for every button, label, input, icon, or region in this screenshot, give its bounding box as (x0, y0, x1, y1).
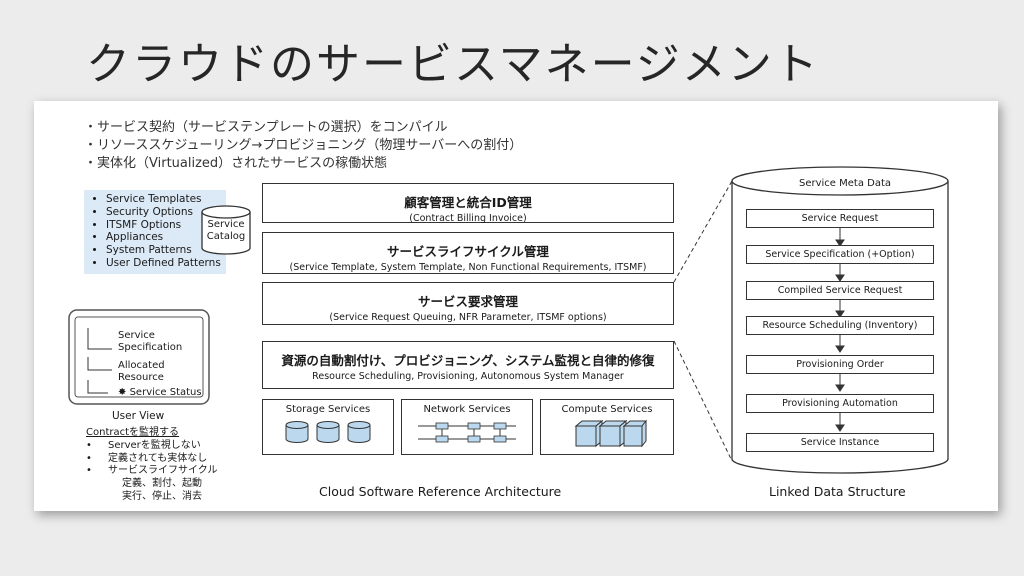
flow-step: Compiled Service Request (746, 281, 934, 300)
linked-data-caption: Linked Data Structure (769, 484, 906, 499)
diagram-panel: ・サービス契約（サービステンプレートの選択）をコンパイル ・リソーススケジューリ… (34, 101, 998, 511)
layer-subtitle: (Service Request Queuing, NFR Parameter,… (329, 312, 607, 323)
connector-line (673, 340, 733, 462)
notes-subitem: 実行、停止、消去 (122, 490, 202, 502)
monitor-icon (68, 309, 210, 405)
notes-item: 定義されても実体なし (108, 452, 208, 464)
sun-icon: ✸ (118, 387, 127, 398)
flow-step: Service Request (746, 209, 934, 228)
storage-services-box: Storage Services (262, 399, 394, 455)
catalog-item: Service Templates (106, 193, 226, 206)
flow-step: Resource Scheduling (Inventory) (746, 316, 934, 335)
bullet-item: ・サービス契約（サービステンプレートの選択）をコンパイル (84, 120, 448, 135)
user-view-monitor: Service Specification Allocated Resource… (68, 309, 210, 405)
database-icon (201, 205, 251, 255)
server-icon (574, 419, 648, 448)
layer-customer-management: 顧客管理と統合ID管理 (Contract Billing Invoice) (262, 183, 674, 224)
notes-item: サービスライフサイクル (108, 465, 218, 477)
storage-icon (285, 421, 371, 443)
notes-item: Serverを監視しない (108, 439, 201, 451)
network-services-box: Network Services (401, 399, 533, 455)
catalog-item: User Defined Patterns (106, 257, 226, 270)
notes-subitem: 定義、割付、起動 (122, 478, 202, 490)
layer-title: 顧客管理と統合ID管理 (404, 195, 532, 210)
layer-title: 資源の自動割付け、プロビジョニング、システム監視と自律的修復 (281, 353, 655, 368)
user-view-item-label: Specification (118, 342, 183, 353)
layer-subtitle: (Service Template, System Template, Non … (289, 262, 647, 273)
layer-title: サービスライフサイクル管理 (387, 244, 549, 259)
network-icon (418, 422, 516, 443)
layer-resource-provisioning: 資源の自動割付け、プロビジョニング、システム監視と自律的修復 Resource … (262, 341, 674, 389)
user-view-item-label: Resource (118, 372, 164, 383)
flow-step: Service Specification (+Option) (746, 245, 934, 264)
user-view-caption: User View (112, 410, 165, 422)
bullet-list: ・サービス契約（サービステンプレートの選択）をコンパイル ・リソーススケジューリ… (84, 119, 522, 173)
connector-line (673, 180, 733, 283)
compute-services-box: Compute Services (540, 399, 674, 455)
catalog-item: Security Options (106, 206, 226, 219)
bullet-item: ・実体化（Virtualized）されたサービスの稼働状態 (84, 156, 388, 171)
linked-data-header: Service Meta Data (799, 178, 892, 189)
flow-step: Provisioning Automation (746, 394, 934, 413)
service-label: Network Services (423, 404, 511, 415)
layer-title: サービス要求管理 (417, 294, 518, 309)
monitoring-notes: Contractを監視する •Serverを監視しない •定義されても実体なし … (86, 427, 218, 502)
flow-step: Service Instance (746, 433, 934, 452)
flow-arrows (835, 228, 845, 432)
layer-service-request: サービス要求管理 (Service Request Queuing, NFR P… (262, 282, 674, 325)
service-catalog-cylinder: Service Catalog (200, 205, 252, 255)
service-label: Storage Services (285, 404, 371, 415)
service-catalog-list: Service Templates Security Options ITSMF… (84, 190, 226, 274)
linked-data-cylinder-top (731, 166, 949, 196)
notes-heading: Contractを監視する (86, 427, 180, 438)
page-title: クラウドのサービスマネージメント (86, 39, 820, 90)
layer-subtitle: (Contract Billing Invoice) (409, 213, 527, 224)
catalog-item: System Patterns (106, 244, 226, 257)
service-label: Compute Services (561, 404, 653, 415)
user-view-item-label: Service Status (129, 387, 202, 398)
bullet-item: ・リソーススケジューリング→プロビジョニング（物理サーバーへの割付） (84, 138, 523, 153)
catalog-item: Appliances (106, 231, 226, 244)
user-view-item-label: Service (118, 330, 155, 341)
catalog-item: ITSMF Options (106, 219, 226, 232)
catalog-cylinder-label: Service (207, 219, 245, 230)
layer-service-lifecycle: サービスライフサイクル管理 (Service Template, System … (262, 232, 674, 274)
user-view-item-label: Allocated (118, 360, 165, 371)
catalog-cylinder-label: Catalog (206, 231, 246, 242)
flow-step: Provisioning Order (746, 355, 934, 374)
layer-subtitle: Resource Scheduling, Provisioning, Auton… (312, 371, 624, 382)
architecture-caption: Cloud Software Reference Architecture (319, 484, 562, 499)
